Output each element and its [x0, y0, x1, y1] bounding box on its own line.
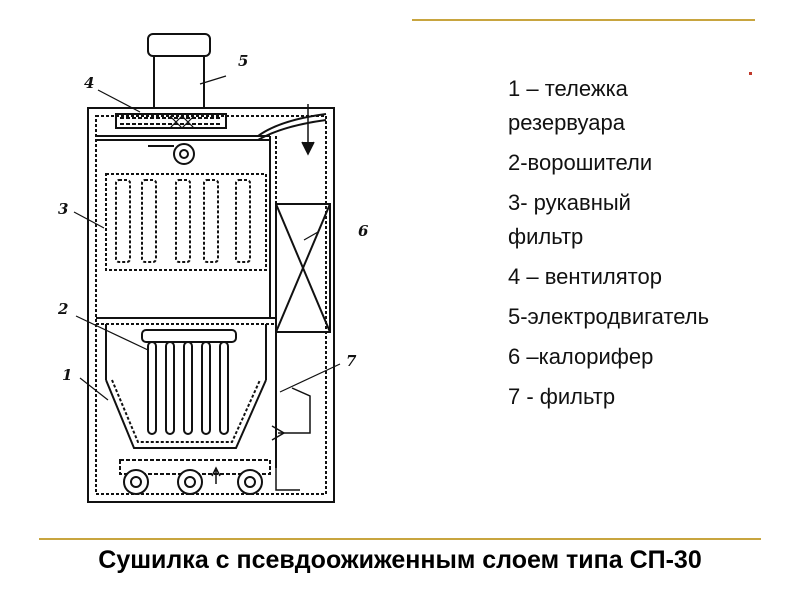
legend-item-7: 7 - фильтр [508, 384, 616, 409]
callout-7: 7 [346, 352, 357, 370]
bag-filter-chamber [105, 173, 267, 271]
legend-item-6: 6 –калорифер [508, 344, 654, 369]
inner-lining [95, 115, 327, 495]
callout-2: 2 [57, 300, 68, 318]
accent-dot [749, 72, 752, 75]
bottom-divider [39, 538, 761, 540]
legend-item-1: 1 – тележка резервуара [508, 76, 628, 135]
fan-housing [115, 113, 227, 129]
legend-item-2: 2-ворошители [508, 150, 653, 175]
callout-4: 4 [84, 74, 94, 92]
callout-6: 6 [358, 222, 369, 240]
legend-list: 1 – тележка резервуара 2-ворошители 3- р… [508, 72, 788, 420]
dryer-diagram: 5 4 3 6 2 7 1 [57, 33, 369, 503]
slide-title: Сушилка с псевдоожиженным слоем типа СП-… [98, 546, 702, 574]
stirrer-bar [141, 329, 237, 343]
callout-1: 1 [62, 366, 72, 384]
callout-3: 3 [58, 200, 68, 218]
outer-housing [87, 107, 335, 503]
motor-body [153, 55, 205, 109]
callout-5: 5 [238, 52, 248, 70]
legend-item-3: 3- рукавный фильтр [508, 190, 631, 249]
legend-item-5: 5-электродвигатель [508, 304, 710, 329]
legend-item-4: 4 – вентилятор [508, 264, 662, 289]
motor-cap [147, 33, 211, 57]
reservoir-cart [119, 459, 271, 475]
top-divider [412, 19, 755, 21]
calorifer [275, 203, 331, 333]
